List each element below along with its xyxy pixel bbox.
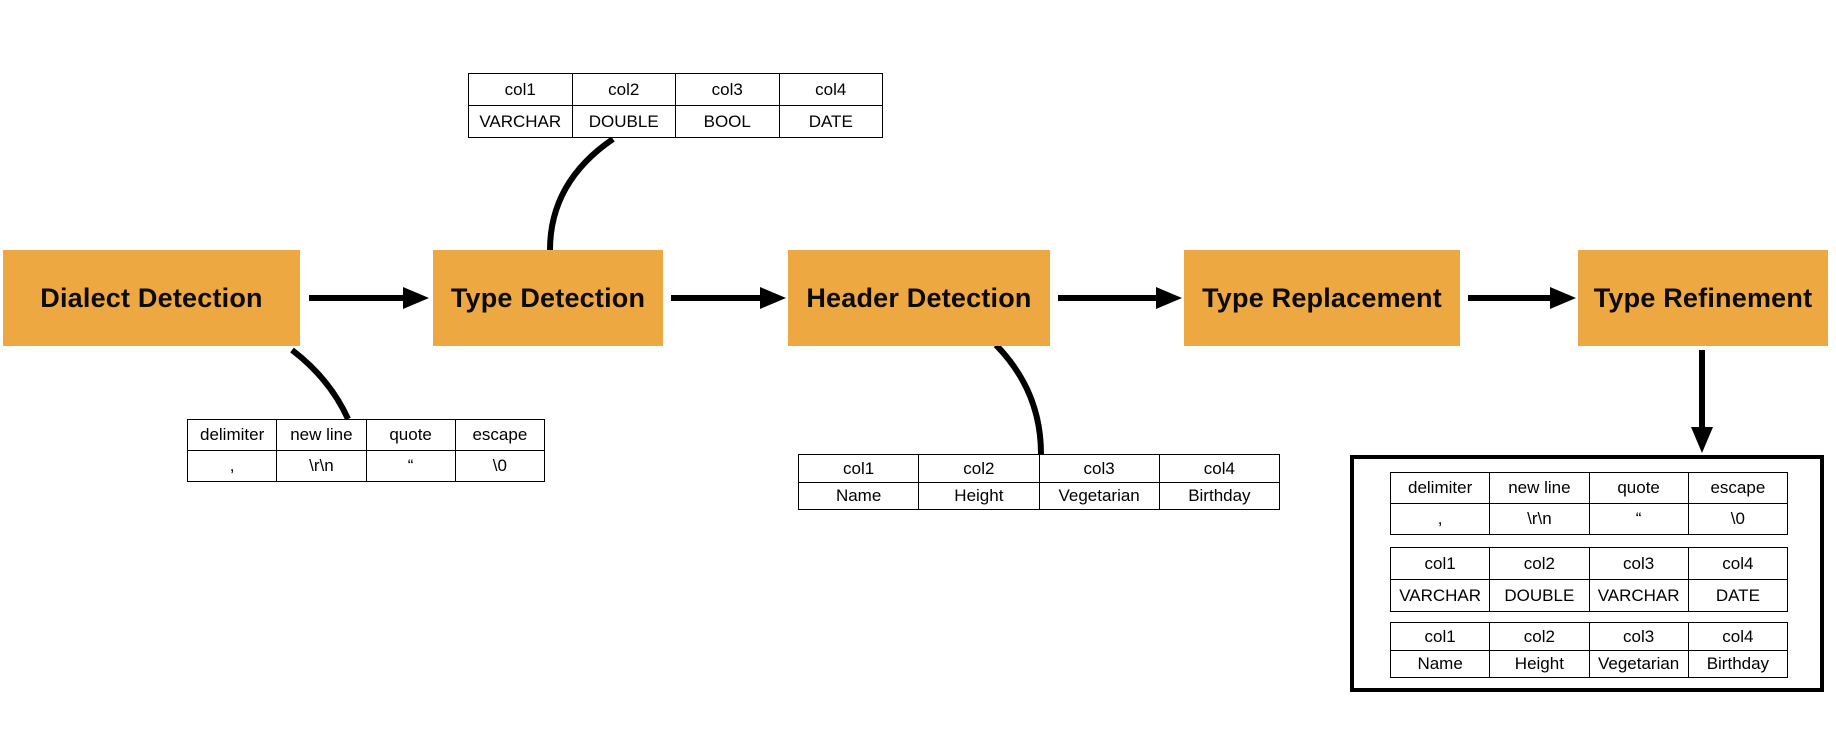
value-cell: Birthday: [1158, 482, 1281, 510]
table-header-row: col1 col2 col3 col4: [468, 73, 883, 106]
header-cell: escape: [1687, 472, 1789, 504]
step-label: Type Refinement: [1593, 282, 1813, 313]
header-cell: escape: [454, 419, 546, 451]
value-cell: Height: [918, 482, 1040, 510]
value-cell: ,: [186, 450, 278, 482]
result-box: delimiter new line quote escape , \r\n “…: [1350, 455, 1824, 692]
header-cell: new line: [276, 419, 367, 451]
header-cell: col3: [1588, 622, 1689, 651]
step-type-replacement: Type Replacement: [1184, 250, 1460, 346]
header-cell: col3: [675, 73, 780, 106]
value-cell: “: [1588, 503, 1689, 535]
value-cell: \r\n: [276, 450, 367, 482]
value-cell: Name: [1389, 650, 1491, 678]
flow-arrow-replacement-to-refinement: [1468, 287, 1576, 309]
value-cell: DATE: [1687, 579, 1789, 612]
value-cell: “: [365, 450, 456, 482]
value-cell: VARCHAR: [468, 105, 573, 138]
header-cell: new line: [1489, 472, 1590, 504]
table-value-row: Name Height Vegetarian Birthday: [797, 482, 1281, 510]
table-value-row: VARCHAR DOUBLE VARCHAR DATE: [1389, 579, 1789, 612]
table-header-row: delimiter new line quote escape: [1389, 472, 1789, 504]
step-label: Dialect Detection: [40, 282, 263, 313]
header-cell: delimiter: [1389, 472, 1491, 504]
value-cell: ,: [1389, 503, 1491, 535]
table-value-row: , \r\n “ \0: [186, 450, 546, 482]
value-cell: Height: [1489, 650, 1590, 678]
header-cell: col1: [797, 454, 920, 483]
table-header-row: col1 col2 col3 col4: [1389, 547, 1789, 580]
value-cell: \0: [1687, 503, 1789, 535]
value-cell: DOUBLE: [1489, 579, 1590, 612]
header-cell: col2: [918, 454, 1040, 483]
detected-types-table: col1 col2 col3 col4 VARCHAR DOUBLE BOOL …: [468, 73, 883, 138]
value-cell: Name: [797, 482, 920, 510]
header-cell: col4: [778, 73, 883, 106]
header-cell: quote: [1588, 472, 1689, 504]
connector-curve-type-detection-types-table: [547, 136, 615, 251]
step-header-detection: Header Detection: [788, 250, 1050, 346]
header-cell: col2: [1489, 622, 1590, 651]
table-header-row: col1 col2 col3 col4: [1389, 622, 1789, 651]
value-cell: DATE: [778, 105, 883, 138]
header-cell: col3: [1038, 454, 1160, 483]
table-value-row: , \r\n “ \0: [1389, 503, 1789, 535]
header-cell: col1: [1389, 622, 1491, 651]
value-cell: DOUBLE: [571, 105, 676, 138]
step-label: Type Detection: [450, 282, 646, 313]
value-cell: VARCHAR: [1588, 579, 1689, 612]
header-cell: col4: [1158, 454, 1281, 483]
step-type-detection: Type Detection: [433, 250, 663, 346]
value-cell: Vegetarian: [1588, 650, 1689, 678]
flow-arrow-header-to-replacement: [1058, 287, 1182, 309]
result-header-names-table: col1 col2 col3 col4 Name Height Vegetari…: [1389, 622, 1789, 678]
header-cell: delimiter: [186, 419, 278, 451]
value-cell: VARCHAR: [1389, 579, 1491, 612]
value-cell: Vegetarian: [1038, 482, 1160, 510]
header-cell: col3: [1588, 547, 1689, 580]
value-cell: \r\n: [1489, 503, 1590, 535]
result-types-table: col1 col2 col3 col4 VARCHAR DOUBLE VARCH…: [1389, 547, 1789, 612]
table-header-row: col1 col2 col3 col4: [797, 454, 1281, 483]
header-cell: col1: [1389, 547, 1491, 580]
step-label: Header Detection: [806, 282, 1032, 313]
connector-curve-header-detection-header-table: [993, 342, 1044, 455]
result-dialect-table: delimiter new line quote escape , \r\n “…: [1389, 472, 1789, 535]
value-cell: Birthday: [1687, 650, 1789, 678]
table-value-row: VARCHAR DOUBLE BOOL DATE: [468, 105, 883, 138]
flow-arrow-type-to-header: [671, 287, 786, 309]
flow-arrow-refinement-to-result: [1691, 350, 1713, 453]
header-cell: col4: [1687, 547, 1789, 580]
step-type-refinement: Type Refinement: [1578, 250, 1828, 346]
dialect-table: delimiter new line quote escape , \r\n “…: [186, 419, 546, 482]
step-dialect-detection: Dialect Detection: [3, 250, 300, 346]
table-header-row: delimiter new line quote escape: [186, 419, 546, 451]
header-cell: col4: [1687, 622, 1789, 651]
header-cell: quote: [365, 419, 456, 451]
value-cell: \0: [454, 450, 546, 482]
table-value-row: Name Height Vegetarian Birthday: [1389, 650, 1789, 678]
step-label: Type Replacement: [1202, 282, 1442, 313]
header-cell: col2: [571, 73, 676, 106]
value-cell: BOOL: [675, 105, 780, 138]
header-cell: col1: [468, 73, 573, 106]
header-names-table: col1 col2 col3 col4 Name Height Vegetari…: [797, 454, 1281, 510]
flow-arrow-dialect-to-type: [309, 287, 429, 309]
connector-curve-dialect-detection-dialect-table: [290, 347, 351, 421]
header-cell: col2: [1489, 547, 1590, 580]
